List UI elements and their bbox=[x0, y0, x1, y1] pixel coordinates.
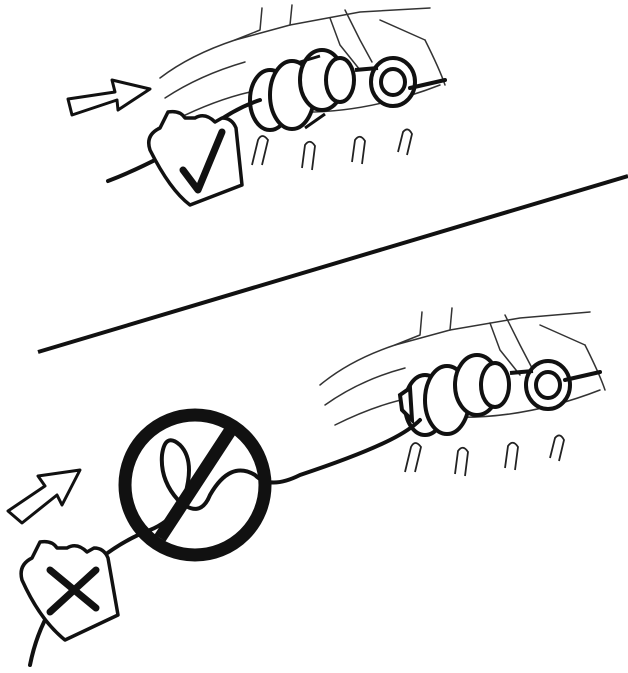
panel-divider bbox=[37, 174, 628, 354]
plug-connector-top bbox=[248, 48, 417, 132]
push-arrow-bottom bbox=[6, 468, 82, 525]
plug-connector-bottom bbox=[397, 353, 572, 437]
cord-bottom bbox=[28, 370, 602, 667]
cross-hand-icon bbox=[19, 539, 120, 642]
prohibition-icon bbox=[118, 408, 272, 562]
checkmark-hand-icon bbox=[147, 109, 244, 207]
correct-panel bbox=[66, 4, 447, 207]
appliance-bottom-sketch bbox=[319, 307, 606, 426]
incorrect-panel bbox=[6, 307, 606, 667]
push-arrow-top bbox=[66, 78, 152, 117]
vents-top bbox=[251, 128, 413, 171]
vents-bottom bbox=[404, 434, 565, 477]
